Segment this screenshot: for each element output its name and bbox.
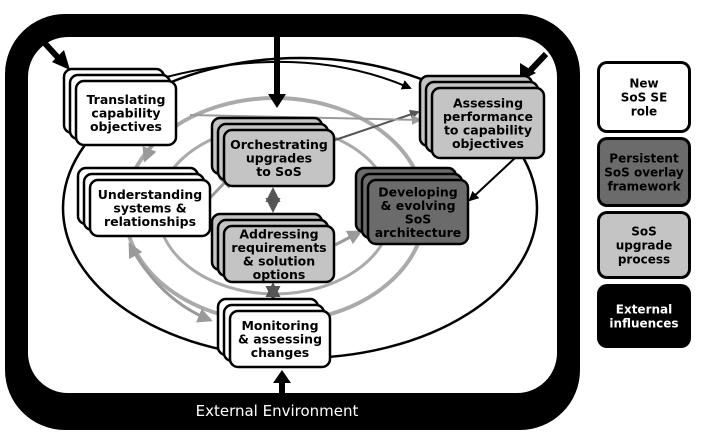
node-orchestrating-line: upgrades: [246, 151, 312, 166]
node-developing-line: SoS: [405, 211, 432, 226]
node-assessing-line: Assessing: [453, 95, 523, 110]
legend-label: SoS SE: [621, 91, 668, 105]
legend-label: influences: [609, 317, 678, 331]
node-developing-line: Developing: [378, 184, 457, 199]
legend-label: Persistent: [609, 152, 679, 166]
node-monitoring-line: & assessing: [238, 332, 322, 347]
legend-label: role: [631, 105, 657, 119]
external-environment-label: External Environment: [196, 402, 359, 420]
node-orchestrating-line: to SoS: [256, 164, 302, 179]
node-translating-line: Translating: [87, 92, 166, 107]
legend-label: New: [629, 77, 658, 91]
flow-arrows: [154, 60, 516, 202]
legend-label: framework: [607, 180, 681, 194]
legend-label: process: [618, 253, 670, 267]
node-addressing-line: requirements: [231, 240, 326, 255]
node-orchestrating-line: Orchestrating: [230, 137, 328, 152]
node-addressing-line: & solution: [243, 253, 315, 268]
legend-label: SoS overlay: [604, 166, 684, 180]
node-understanding-line: Understanding: [98, 187, 202, 202]
node-addressing-line: options: [253, 267, 306, 282]
legend-label: SoS: [631, 225, 657, 239]
node-assessing-line: performance: [443, 109, 533, 124]
node-translating-line: capability: [91, 106, 160, 121]
node-monitoring-line: changes: [251, 345, 310, 360]
process-nodes: TranslatingcapabilityobjectivesAssessing…: [62, 67, 546, 369]
node-understanding-line: systems &: [113, 201, 186, 216]
node-assessing-line: objectives: [452, 136, 524, 151]
legend-label: upgrade: [616, 239, 672, 253]
node-understanding-line: relationships: [104, 214, 196, 229]
node-translating-line: objectives: [90, 119, 162, 134]
node-addressing-line: Addressing: [239, 226, 318, 241]
node-developing-line: architecture: [375, 225, 462, 240]
node-monitoring-line: Monitoring: [241, 318, 318, 333]
legend-label: External: [616, 303, 672, 317]
node-assessing-line: to capability: [444, 122, 532, 137]
node-developing-line: & evolving: [380, 198, 455, 213]
